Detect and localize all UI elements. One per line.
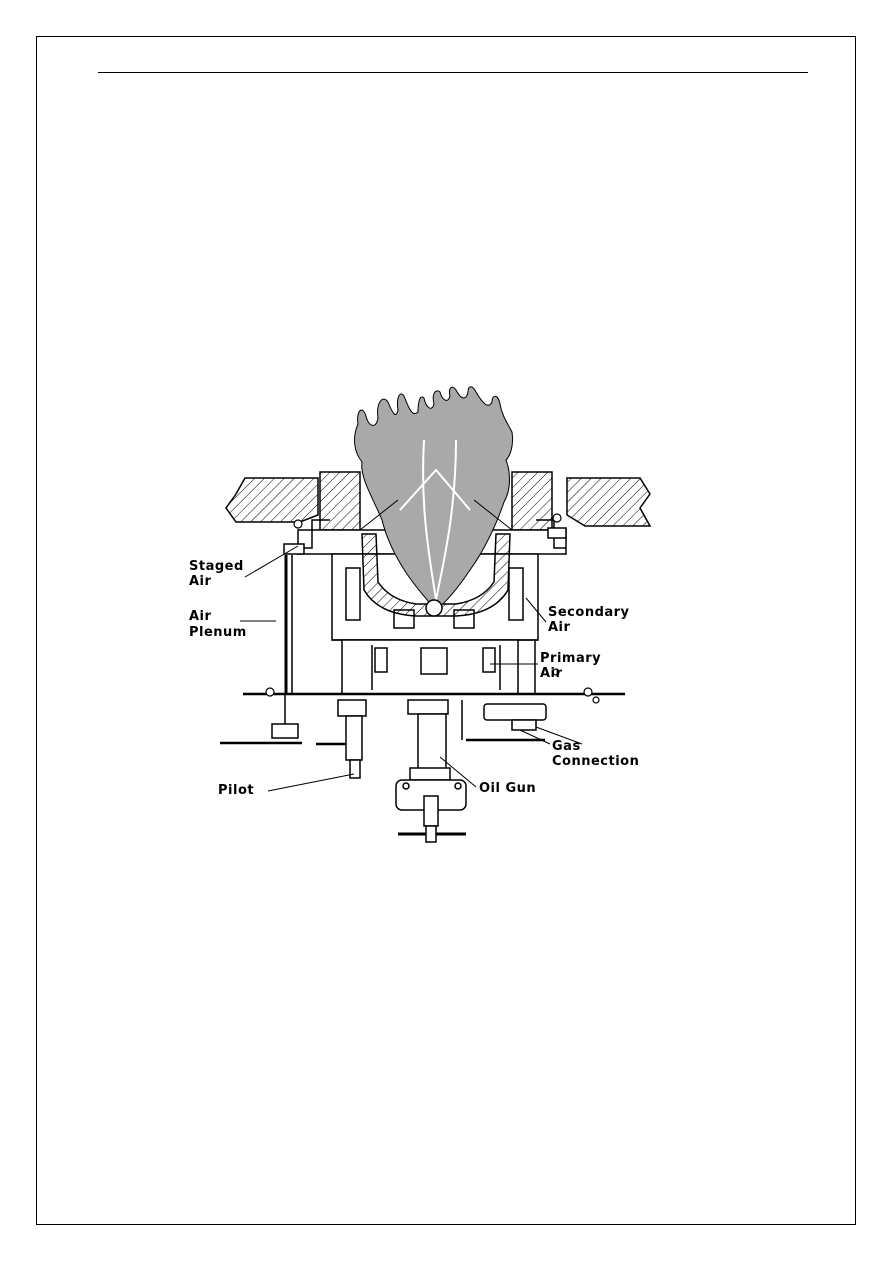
page-frame: [36, 36, 856, 1225]
air-plenum-label-line1: Air: [189, 609, 212, 624]
staged-air-label-line2: Air: [189, 574, 212, 589]
secondary-air-slot-left: [345, 567, 361, 621]
burner-throat-left: [319, 471, 361, 531]
burner-throat-right: [511, 471, 553, 531]
bolts: [265, 513, 600, 704]
primary-air-label-line2: Air: [540, 666, 563, 681]
oil-gun-assembly: [395, 699, 467, 843]
oil-gun-label: Oil Gun: [479, 781, 536, 796]
flame: [354, 386, 513, 611]
header-rule: [98, 72, 808, 73]
gas-connection-label-line1: Gas: [552, 739, 581, 754]
left-stand: [220, 694, 302, 745]
pilot-assembly: [316, 699, 367, 779]
secondary-air-label-line1: Secondary: [548, 605, 630, 620]
primary-air-label-line1: Primary: [540, 651, 601, 666]
air-plenum-label-line2: Plenum: [189, 625, 247, 640]
primary-air-port-center: [420, 647, 448, 675]
pilot-label: Pilot: [218, 783, 254, 798]
secondary-air-label-line2: Air: [548, 620, 571, 635]
primary-air-port-left: [374, 647, 388, 673]
secondary-air-slot-right: [508, 567, 524, 621]
furnace-wall-left: [225, 477, 319, 523]
gas-connection-label-line2: Connection: [552, 754, 639, 769]
gas-connection-assembly: [461, 700, 547, 742]
furnace-wall-right: [566, 477, 652, 527]
primary-air-port-right: [482, 647, 496, 673]
staged-air-label-line1: Staged: [189, 559, 244, 574]
leader-lines: [240, 545, 583, 792]
refractory-quarl: [361, 533, 511, 617]
flame-detail: [399, 439, 471, 601]
nozzle-tip: [425, 599, 443, 617]
